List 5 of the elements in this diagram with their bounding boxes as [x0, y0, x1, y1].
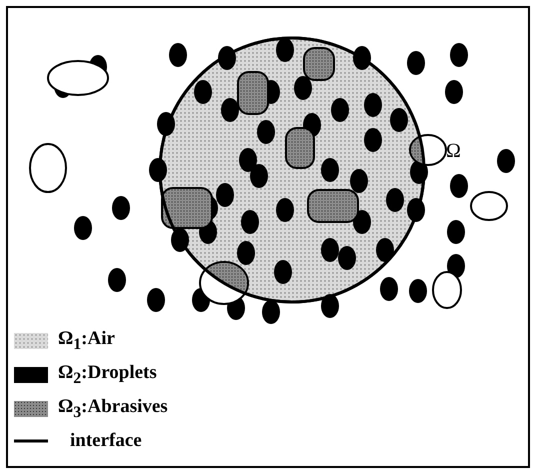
legend-text: interface [70, 430, 142, 452]
legend-text: Ω$_{3}$:Abrasives [58, 396, 168, 422]
legend-text: Ω$_{2}$:Droplets [58, 362, 157, 388]
domain-label: Ω [446, 140, 461, 163]
legend-text: Ω$_{1}$:Air [58, 328, 115, 354]
